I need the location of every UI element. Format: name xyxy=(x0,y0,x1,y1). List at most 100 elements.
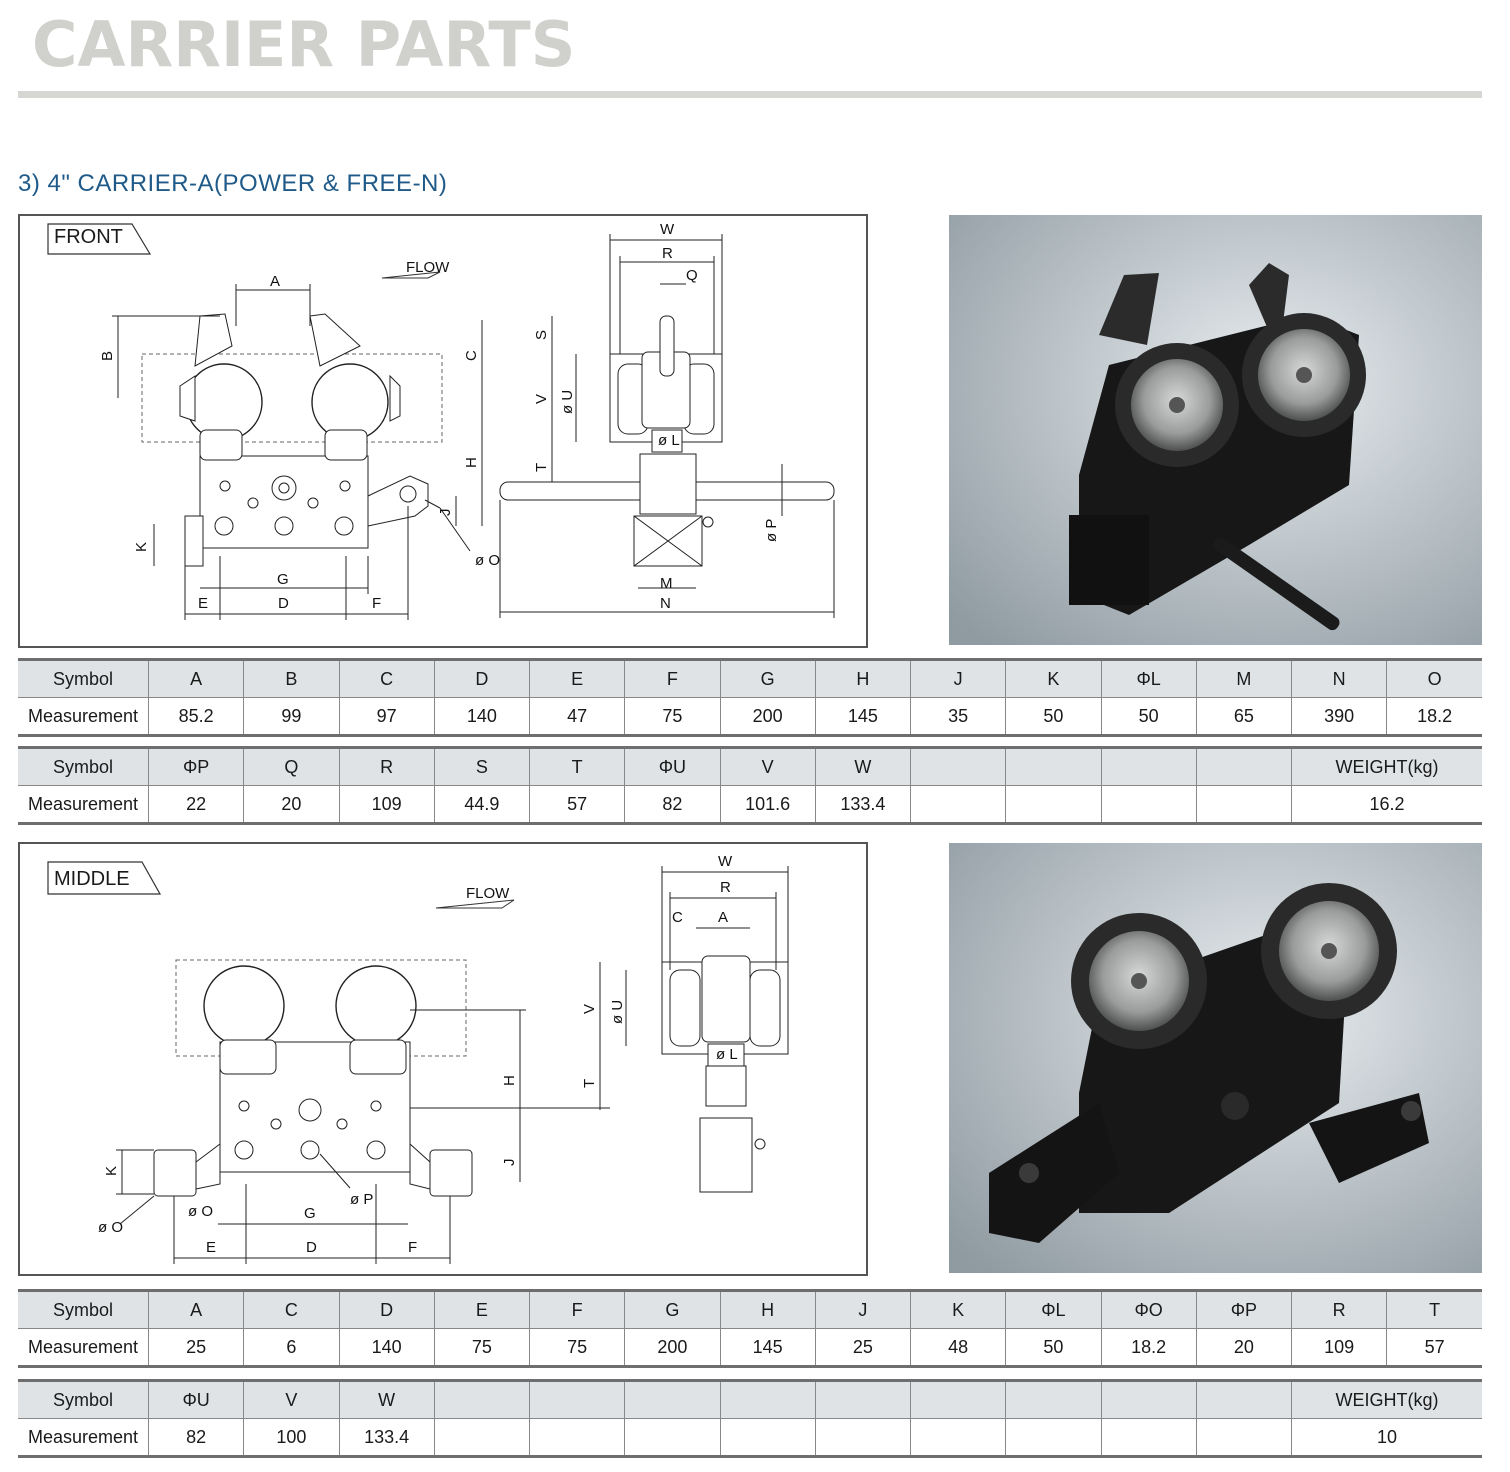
middle-t2-symbol xyxy=(720,1379,816,1419)
middle-dim-o: ø O xyxy=(188,1203,213,1220)
middle-t2-value xyxy=(624,1418,721,1458)
front-t1-symbol: N xyxy=(1291,658,1388,698)
middle-t2-value xyxy=(910,1418,1007,1458)
middle-t1-value: 75 xyxy=(529,1328,626,1368)
middle-t2-symbol: W xyxy=(339,1379,435,1419)
middle-dim-o-2: ø O xyxy=(98,1219,123,1236)
front-t2-symbol: R xyxy=(339,746,435,786)
front-t2-weight-value: 16.2 xyxy=(1291,785,1482,825)
middle-t1-symbol-header: Symbol xyxy=(18,1289,149,1329)
middle-dim-e: E xyxy=(206,1239,216,1256)
front-t1-value: 75 xyxy=(624,697,721,737)
middle-t1-value: 50 xyxy=(1005,1328,1102,1368)
front-t2-value xyxy=(1196,785,1293,825)
middle-dim-c: C xyxy=(672,909,683,926)
front-dim-d: D xyxy=(278,595,289,612)
front-dim-q: Q xyxy=(686,267,698,284)
front-t1-value: 50 xyxy=(1101,697,1197,737)
middle-t2-symbol xyxy=(815,1379,912,1419)
front-t2-value: 44.9 xyxy=(434,785,531,825)
middle-t1-symbol: T xyxy=(1386,1289,1482,1329)
front-t2-measurement-header: Measurement xyxy=(18,785,149,825)
middle-t1-symbol: E xyxy=(434,1289,531,1329)
middle-dim-k: K xyxy=(103,1166,120,1176)
front-t1-value: 99 xyxy=(243,697,340,737)
front-t2-symbol: ΦU xyxy=(624,746,721,786)
front-dim-g: G xyxy=(277,571,289,588)
front-t1-symbol: B xyxy=(243,658,340,698)
front-t1-symbol: M xyxy=(1196,658,1293,698)
middle-t2-symbol: ΦU xyxy=(148,1379,245,1419)
front-t2-value xyxy=(1101,785,1197,825)
middle-t1-symbol: R xyxy=(1291,1289,1388,1329)
front-dim-f: F xyxy=(372,595,381,612)
middle-t1-symbol: D xyxy=(339,1289,435,1329)
middle-dim-w: W xyxy=(718,853,733,870)
page-title: CARRIER PARTS xyxy=(32,8,576,81)
middle-drawing: ø O ø O K G E D F ø P H J W R C A V ø U … xyxy=(18,842,868,1276)
middle-t2-value: 100 xyxy=(243,1418,340,1458)
front-t1-symbol: A xyxy=(148,658,245,698)
front-dim-s: S xyxy=(533,330,550,340)
middle-t1-symbol: C xyxy=(243,1289,340,1329)
front-t1-value: 97 xyxy=(339,697,435,737)
front-dim-a: A xyxy=(270,273,280,290)
middle-t2-symbol-header: Symbol xyxy=(18,1379,149,1419)
middle-t2-value xyxy=(1101,1418,1197,1458)
title-rule xyxy=(18,91,1482,98)
front-t1-symbol-header: Symbol xyxy=(18,658,149,698)
middle-carrier-photo xyxy=(949,843,1482,1273)
front-t2-symbol-header: Symbol xyxy=(18,746,149,786)
middle-dim-p: ø P xyxy=(350,1191,373,1208)
middle-t2-measurement-header: Measurement xyxy=(18,1418,149,1458)
front-t1-symbol: O xyxy=(1386,658,1482,698)
middle-t1-value: 20 xyxy=(1196,1328,1293,1368)
middle-t1-symbol: F xyxy=(529,1289,626,1329)
middle-t2-value xyxy=(1005,1418,1102,1458)
front-t1-symbol: ΦL xyxy=(1101,658,1197,698)
middle-t1-value: 200 xyxy=(624,1328,721,1368)
front-t2-symbol xyxy=(1101,746,1197,786)
middle-t1-symbol: ΦP xyxy=(1196,1289,1293,1329)
middle-t1-symbol: ΦO xyxy=(1101,1289,1197,1329)
middle-t2-value: 82 xyxy=(148,1418,245,1458)
front-dim-n: N xyxy=(660,595,671,612)
middle-dim-h: H xyxy=(501,1075,518,1086)
front-t1-value: 140 xyxy=(434,697,531,737)
middle-t1-symbol: G xyxy=(624,1289,721,1329)
front-dim-c: C xyxy=(463,350,480,361)
middle-t2-value xyxy=(815,1418,912,1458)
middle-t2-value xyxy=(1196,1418,1293,1458)
middle-t2-value xyxy=(434,1418,531,1458)
middle-t2-symbol xyxy=(1196,1379,1293,1419)
front-dim-k: K xyxy=(133,542,150,552)
front-t1-symbol: E xyxy=(529,658,626,698)
front-t1-value: 200 xyxy=(720,697,816,737)
front-t2-value: 109 xyxy=(339,785,435,825)
front-drawing-svg: A B C H J K G E D F ø O W R Q S V ø U ø … xyxy=(47,221,835,620)
front-t2-value: 22 xyxy=(148,785,245,825)
front-t2-symbol: S xyxy=(434,746,531,786)
front-dim-j: J xyxy=(437,509,454,517)
front-t1-symbol: H xyxy=(815,658,912,698)
middle-t1-value: 140 xyxy=(339,1328,435,1368)
middle-t2-value: 133.4 xyxy=(339,1418,435,1458)
middle-drawing-svg: ø O ø O K G E D F ø P H J W R C A V ø U … xyxy=(47,853,789,1264)
front-t1-symbol: K xyxy=(1005,658,1102,698)
front-t2-symbol: Q xyxy=(243,746,340,786)
middle-t1-value: 18.2 xyxy=(1101,1328,1197,1368)
front-t2-value: 101.6 xyxy=(720,785,816,825)
middle-dim-v: V xyxy=(581,1004,598,1014)
middle-t1-value: 57 xyxy=(1386,1328,1482,1368)
middle-t1-symbol: H xyxy=(720,1289,816,1329)
middle-t1-symbol: A xyxy=(148,1289,245,1329)
middle-t1-value: 109 xyxy=(1291,1328,1388,1368)
middle-t1-value: 6 xyxy=(243,1328,340,1368)
middle-t1-value: 75 xyxy=(434,1328,531,1368)
front-t2-symbol: W xyxy=(815,746,912,786)
middle-dim-r: R xyxy=(720,879,731,896)
front-t1-value: 390 xyxy=(1291,697,1388,737)
front-drawing: A B C H J K G E D F ø O W R Q S V ø U ø … xyxy=(18,214,868,648)
front-t2-weight-header: WEIGHT(kg) xyxy=(1291,746,1482,786)
front-t2-value: 57 xyxy=(529,785,626,825)
